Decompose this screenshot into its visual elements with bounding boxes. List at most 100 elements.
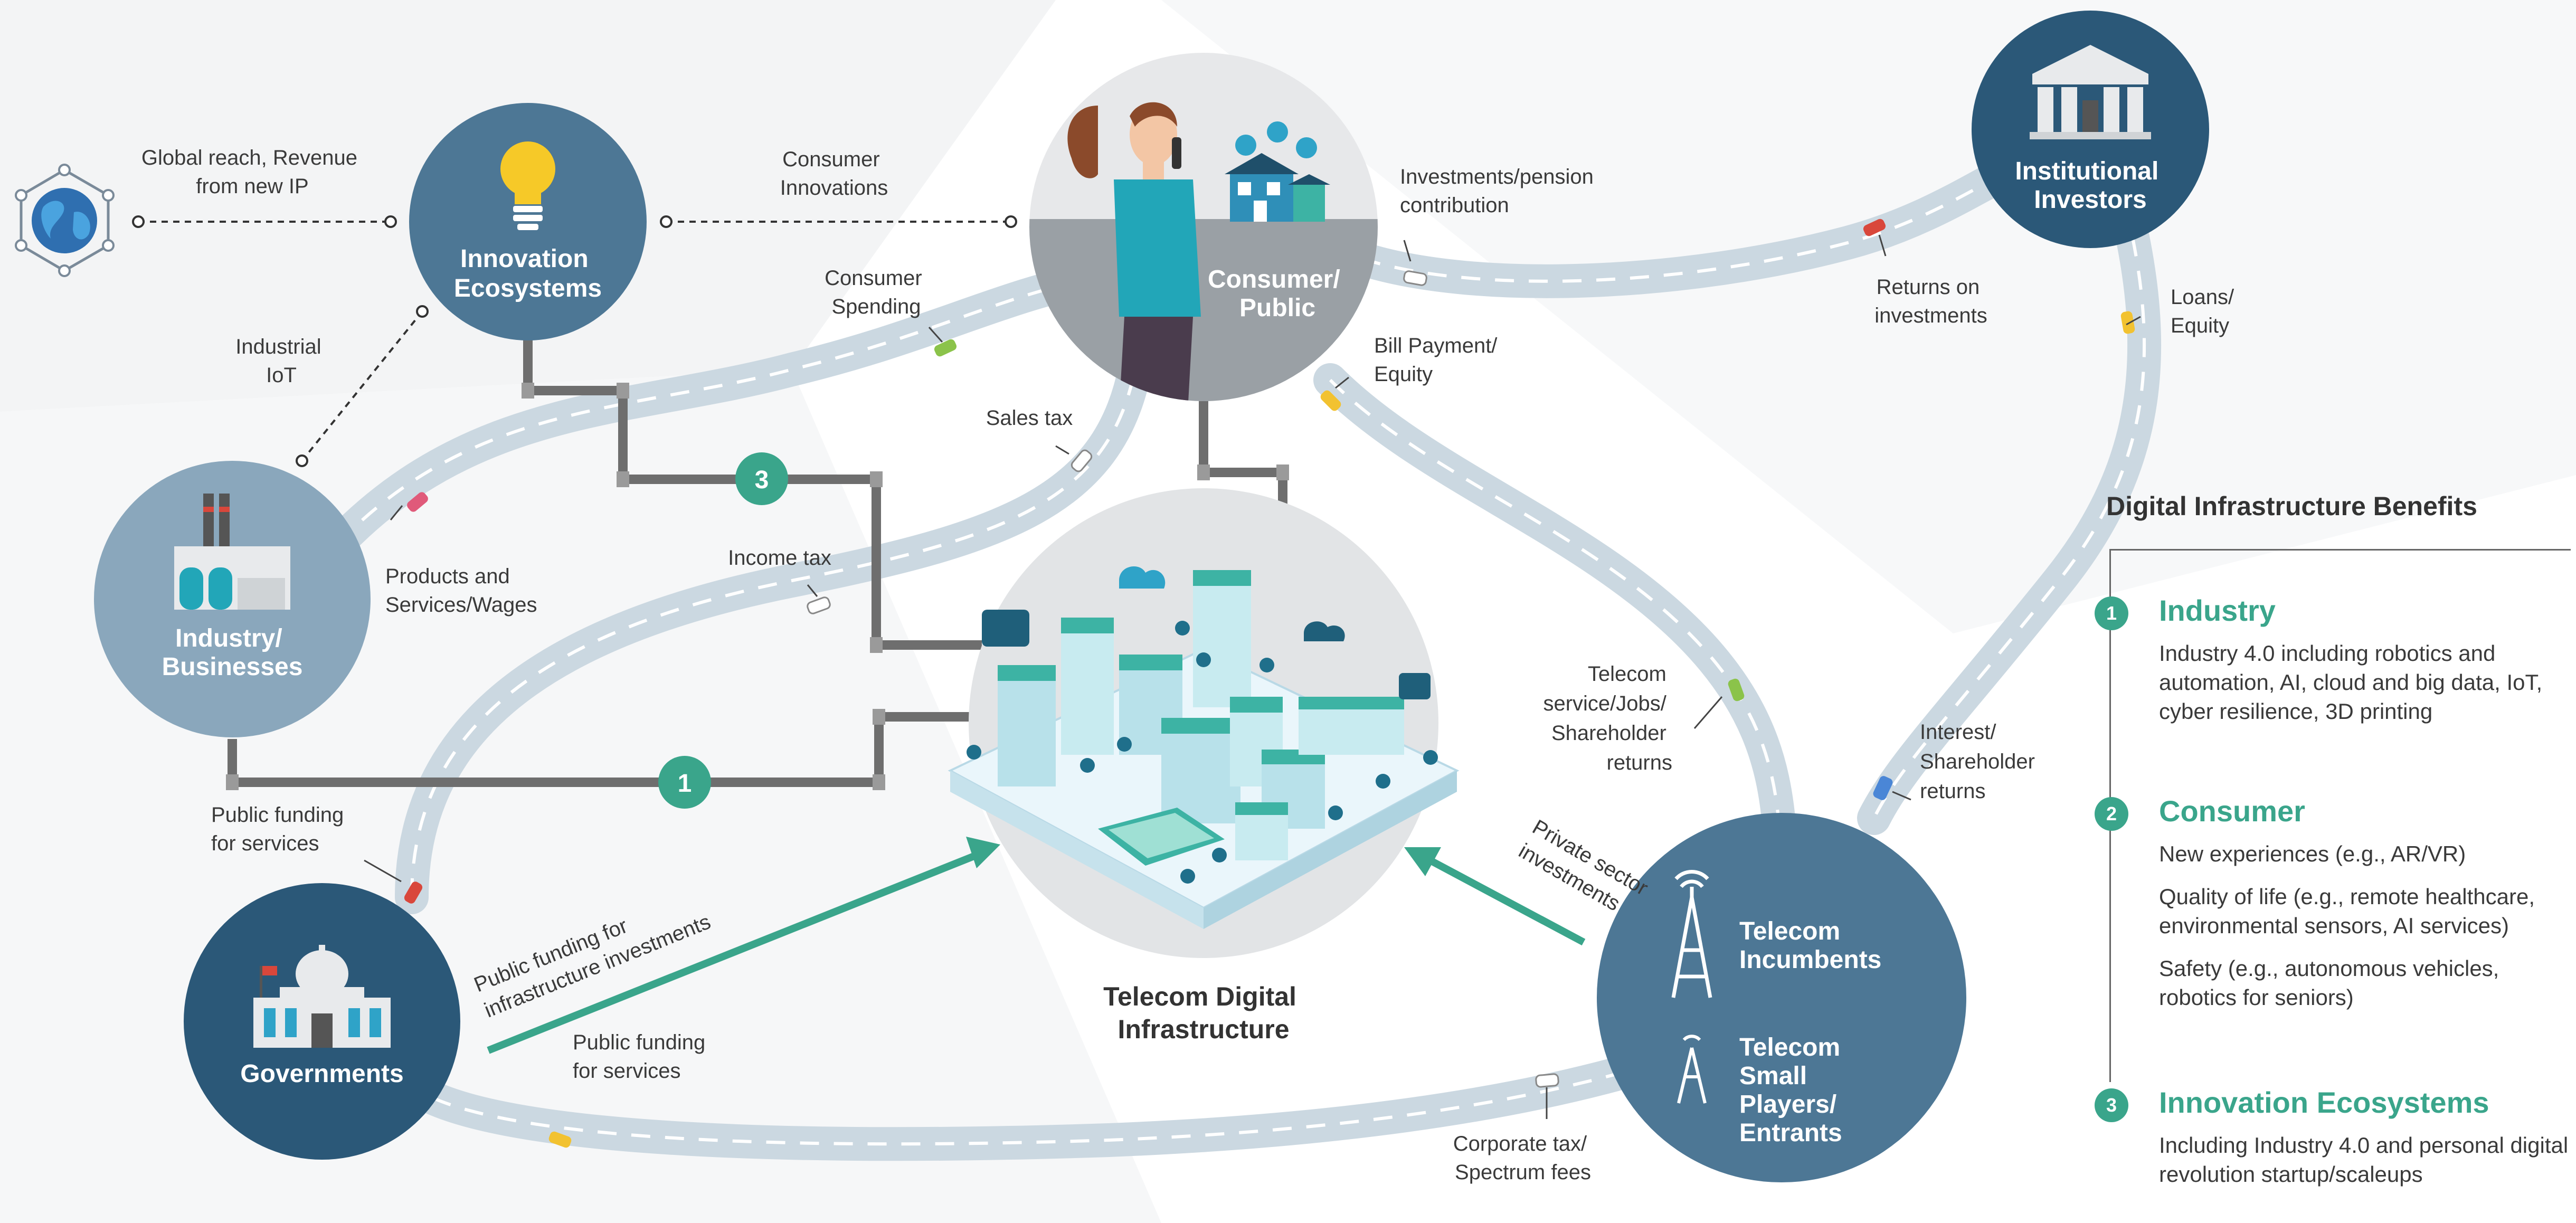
- arrow-public-funding-infra: [487, 837, 1000, 1054]
- label-industrial-iot-2: IoT: [266, 364, 297, 387]
- svg-text:Global reach, Revenue fr: Global reach, Revenue from new IP: [141, 146, 363, 198]
- svg-text:Industry/ Businesses: Industry/ Businesses: [162, 624, 303, 681]
- label-global-reach-1: Global reach, Revenue: [141, 146, 357, 169]
- label-products-1: Products and: [385, 565, 510, 588]
- dashed-connectors: [138, 221, 1011, 462]
- node-industry-businesses: Industry/ Businesses: [94, 461, 371, 737]
- label-products-2: Services/Wages: [385, 593, 537, 617]
- road-dashes: [336, 157, 2146, 1146]
- svg-text:Innovation Ecosystems: Innovation Ecosystems: [454, 245, 602, 302]
- svg-text:Institutional Investors: Institutional Investors: [2015, 157, 2165, 214]
- benefit-heading: Consumer: [2159, 794, 2305, 828]
- label-sales-tax: Sales tax: [986, 406, 1073, 430]
- lightbulb-icon: [500, 141, 555, 230]
- svg-text:Telecom service/Jobs/: Telecom service/Jobs/ Shareholder return…: [1543, 662, 1672, 774]
- benefits-divider: [2109, 549, 2571, 551]
- benefit-paragraph: Quality of life (e.g., remote healthcare…: [2159, 884, 2535, 938]
- cell-tower-icon: [1671, 870, 1712, 998]
- benefit-paragraph: Safety (e.g., autonomous vehicles, robot…: [2159, 956, 2499, 1010]
- house-icon: [1225, 121, 1330, 222]
- label-telecom-service-1: Telecom: [1588, 662, 1666, 686]
- svg-text:Consumer/ Public: Consumer/ Public: [1208, 266, 1347, 322]
- node-investors-line2: Investors: [2034, 186, 2146, 214]
- benefit-number: 3: [2095, 1088, 2128, 1122]
- label-public-funding-top-2: for services: [211, 832, 319, 855]
- bank-icon: [2030, 45, 2151, 139]
- node-incumbents-line2: Incumbents: [1739, 946, 1881, 974]
- infrastructure-hub: [948, 488, 1460, 958]
- node-incumbents-line1: Telecom: [1739, 917, 1840, 945]
- node-consumer-public: Consumer/ Public: [1029, 53, 1378, 401]
- svg-text:Investments/pension cont: Investments/pension contribution: [1400, 165, 1599, 217]
- benefit-number: 2: [2095, 797, 2128, 831]
- capitol-icon: [253, 945, 391, 1048]
- label-industrial-iot-1: Industrial: [235, 335, 321, 358]
- label-telecom-service-3: Shareholder: [1551, 722, 1666, 745]
- node-innovation-line1: Innovation: [460, 245, 589, 273]
- node-governments: Governments: [184, 883, 460, 1160]
- node-small-line4: Entrants: [1739, 1119, 1842, 1147]
- svg-text:Public funding for servi: Public funding for services: [573, 1031, 711, 1083]
- node-innovation-ecosystems: Innovation Ecosystems: [409, 103, 647, 340]
- benefit-number: 1: [2095, 596, 2128, 630]
- node-small-line3: Players/: [1739, 1091, 1836, 1118]
- benefit-paragraph: Including Industry 4.0 and personal digi…: [2159, 1133, 2569, 1187]
- svg-text:3: 3: [755, 466, 769, 494]
- pipe-marker-1: 1: [658, 756, 711, 809]
- label-investments-pension-1: Investments/pension: [1400, 165, 1594, 188]
- label-global-reach-2: from new IP: [196, 175, 308, 198]
- svg-text:Telecom Incumbents: Telecom Incumbents: [1739, 917, 1881, 974]
- svg-text:Corporate tax/ Spectrum: Corporate tax/ Spectrum fees: [1453, 1132, 1593, 1184]
- cars: [404, 219, 2135, 1148]
- node-consumer-line2: Public: [1239, 294, 1315, 322]
- node-innovation-line2: Ecosystems: [454, 274, 602, 302]
- label-bill-payment-2: Equity: [1374, 363, 1433, 386]
- label-leaders: [364, 234, 2141, 1119]
- factory-icon: [174, 494, 290, 610]
- label-investments-pension-2: contribution: [1400, 194, 1509, 217]
- benefit-description: Including Industry 4.0 and personal digi…: [2159, 1131, 2571, 1202]
- label-public-funding-top-1: Public funding: [211, 803, 344, 827]
- label-income-tax: Income tax: [728, 546, 831, 570]
- label-telecom-service-2: service/Jobs/: [1543, 692, 1666, 715]
- svg-text:Industrial IoT: Industrial IoT: [235, 335, 327, 387]
- label-consumer-innovations-2: Innovations: [780, 176, 888, 200]
- svg-text:Consumer Spending: Consumer Spending: [825, 267, 928, 318]
- label-consumer-innovations-1: Consumer: [782, 148, 880, 171]
- label-telecom-service-4: returns: [1607, 751, 1673, 774]
- svg-text:Bill Payment/ Equity: Bill Payment/ Equity: [1374, 334, 1503, 386]
- benefit-heading: Industry: [2159, 594, 2276, 627]
- benefit-paragraph: New experiences (e.g., AR/VR): [2159, 841, 2466, 866]
- pipe-marker-3: 3: [735, 452, 788, 505]
- svg-text:1: 1: [678, 770, 692, 798]
- svg-text:Returns on investments: Returns on investments: [1874, 276, 1987, 327]
- benefit-heading: Innovation Ecosystems: [2159, 1086, 2489, 1119]
- label-loans-1: Loans/: [2171, 286, 2234, 309]
- benefits-title: Digital Infrastructure Benefits: [2106, 491, 2477, 521]
- svg-text:Consumer Innovations: Consumer Innovations: [780, 148, 888, 200]
- svg-text:Loans/ Equity: Loans/ Equity: [2171, 286, 2240, 337]
- benefits-panel: Digital Infrastructure Benefits 1 Indust…: [2095, 491, 2571, 1219]
- city-icon: [948, 566, 1460, 929]
- node-telecom-operators: Telecom Incumbents Telecom Small Players…: [1597, 813, 1966, 1182]
- label-public-funding-bottom-1: Public funding: [573, 1031, 705, 1054]
- globe-icon: [15, 164, 115, 277]
- svg-text:Telecom Small Play: Telecom Small Players/ Entrants: [1739, 1034, 1848, 1147]
- node-investors-line1: Institutional: [2015, 157, 2158, 185]
- label-corporate-tax-2: Spectrum fees: [1455, 1161, 1591, 1184]
- node-institutional-investors: Institutional Investors: [1972, 11, 2209, 248]
- node-small-line1: Telecom: [1739, 1034, 1840, 1061]
- node-industry-line2: Businesses: [162, 653, 303, 681]
- node-small-line2: Small: [1739, 1062, 1807, 1090]
- label-interest-3: returns: [1920, 780, 1986, 803]
- node-industry-line1: Industry/: [175, 624, 282, 652]
- label-corporate-tax-1: Corporate tax/: [1453, 1132, 1587, 1155]
- label-public-funding-bottom-2: for services: [573, 1059, 681, 1083]
- benefit-description: New experiences (e.g., AR/VR) Quality of…: [2159, 839, 2571, 1026]
- label-consumer-spending-1: Consumer: [825, 267, 922, 290]
- infrastructure-title-line1: Telecom Digital: [1103, 982, 1296, 1011]
- svg-text:Public funding for servi: Public funding for services: [211, 803, 349, 855]
- node-governments-label: Governments: [240, 1060, 403, 1088]
- label-loans-2: Equity: [2171, 314, 2229, 337]
- label-interest-1: Interest/: [1920, 720, 1996, 744]
